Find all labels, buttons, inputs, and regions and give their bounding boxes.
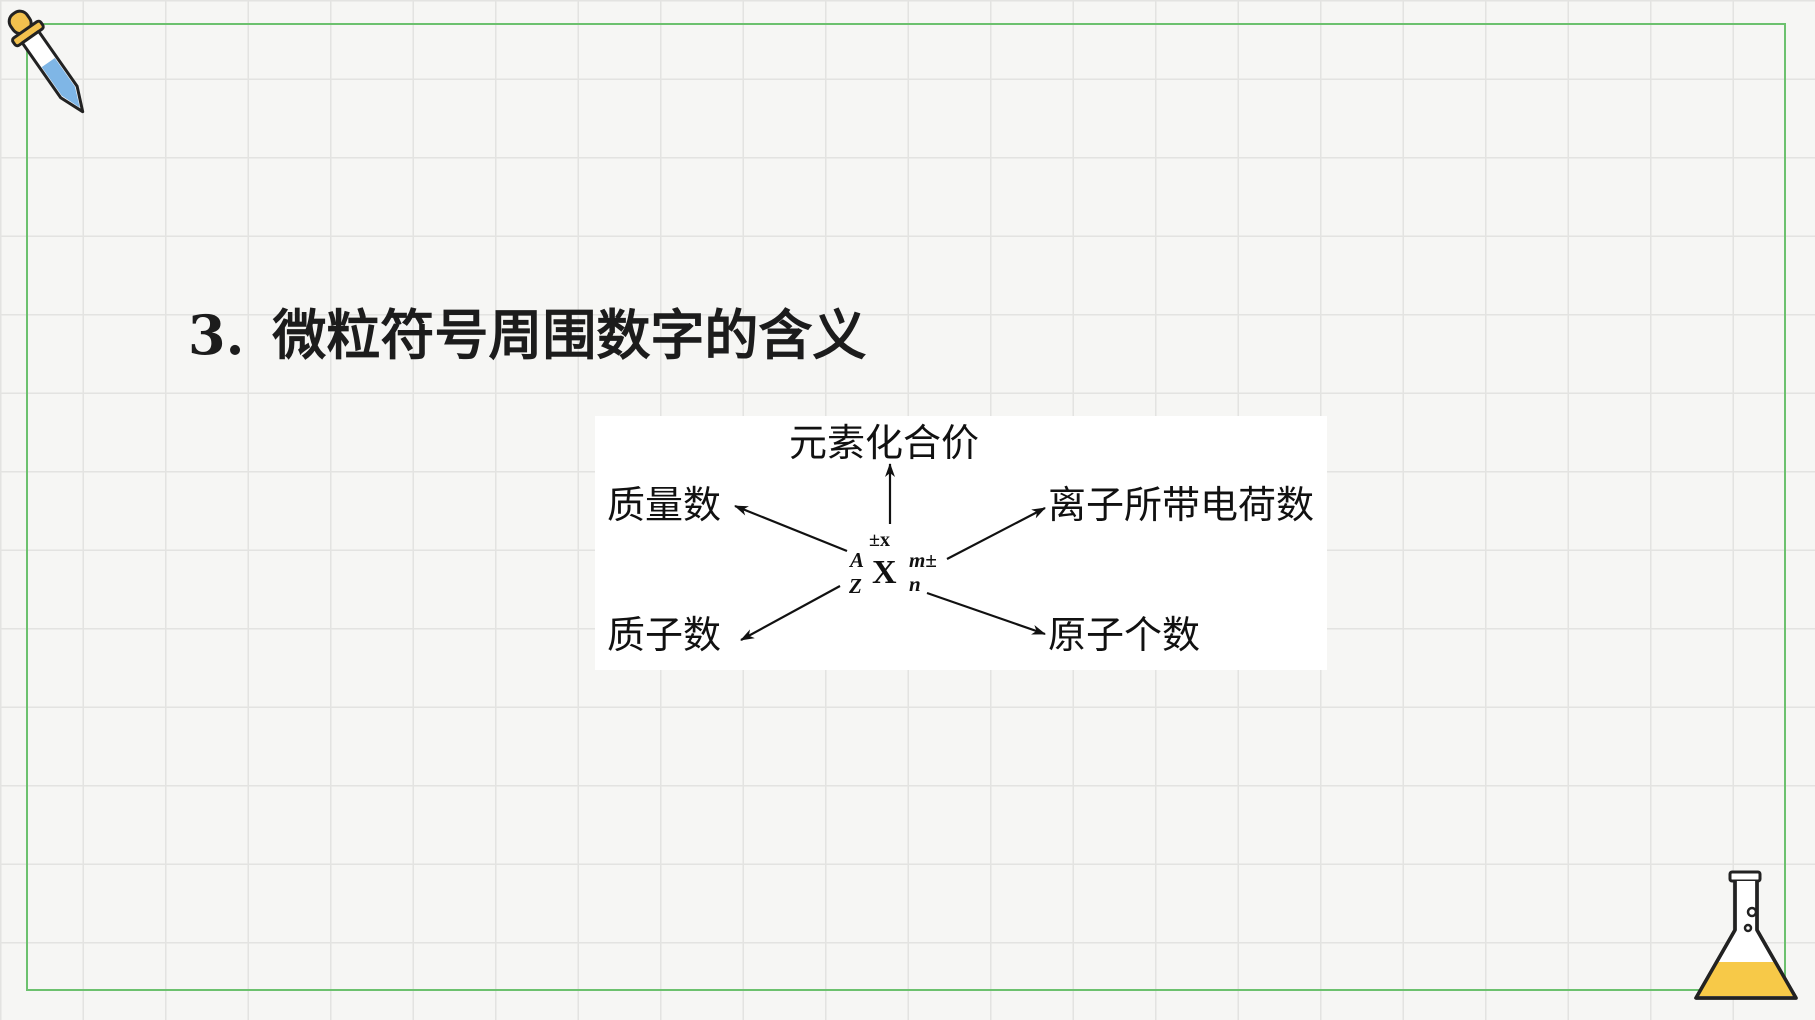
slide-title: 3.微粒符号周围数字的含义 [188,308,866,363]
symbol-valence: ±x [869,529,890,551]
arrow-to-mass-number [734,504,848,553]
arrow-to-proton-number [740,585,841,641]
diagram-arrows [734,463,1046,641]
symbol-atomic-number: Z [849,574,862,598]
label-proton-number: 质子数 [607,613,722,657]
label-ion-charge: 离子所带电荷数 [1048,483,1315,527]
slide-title-number: 3. [188,303,245,367]
symbol-charge: m± [909,548,937,572]
symbol-element: X [872,554,897,591]
slide-title-text: 微粒符号周围数字的含义 [272,304,867,367]
label-atom-count: 原子个数 [1048,613,1201,657]
flask-icon [1694,870,1798,1000]
symbol-atom-count: n [909,572,921,596]
nuclide-notation-diagram: 元素化合价 质量数 质子数 离子所带电荷数 原子个数 ±x A Z X m± n [595,416,1327,670]
arrow-to-ion-charge [946,507,1046,560]
label-valence: 元素化合价 [789,421,980,465]
symbol-mass-number: A [850,548,865,572]
slide-frame [26,23,1786,991]
dropper-icon [7,9,85,114]
arrow-to-atom-count [926,591,1046,636]
label-mass-number: 质量数 [607,483,722,527]
